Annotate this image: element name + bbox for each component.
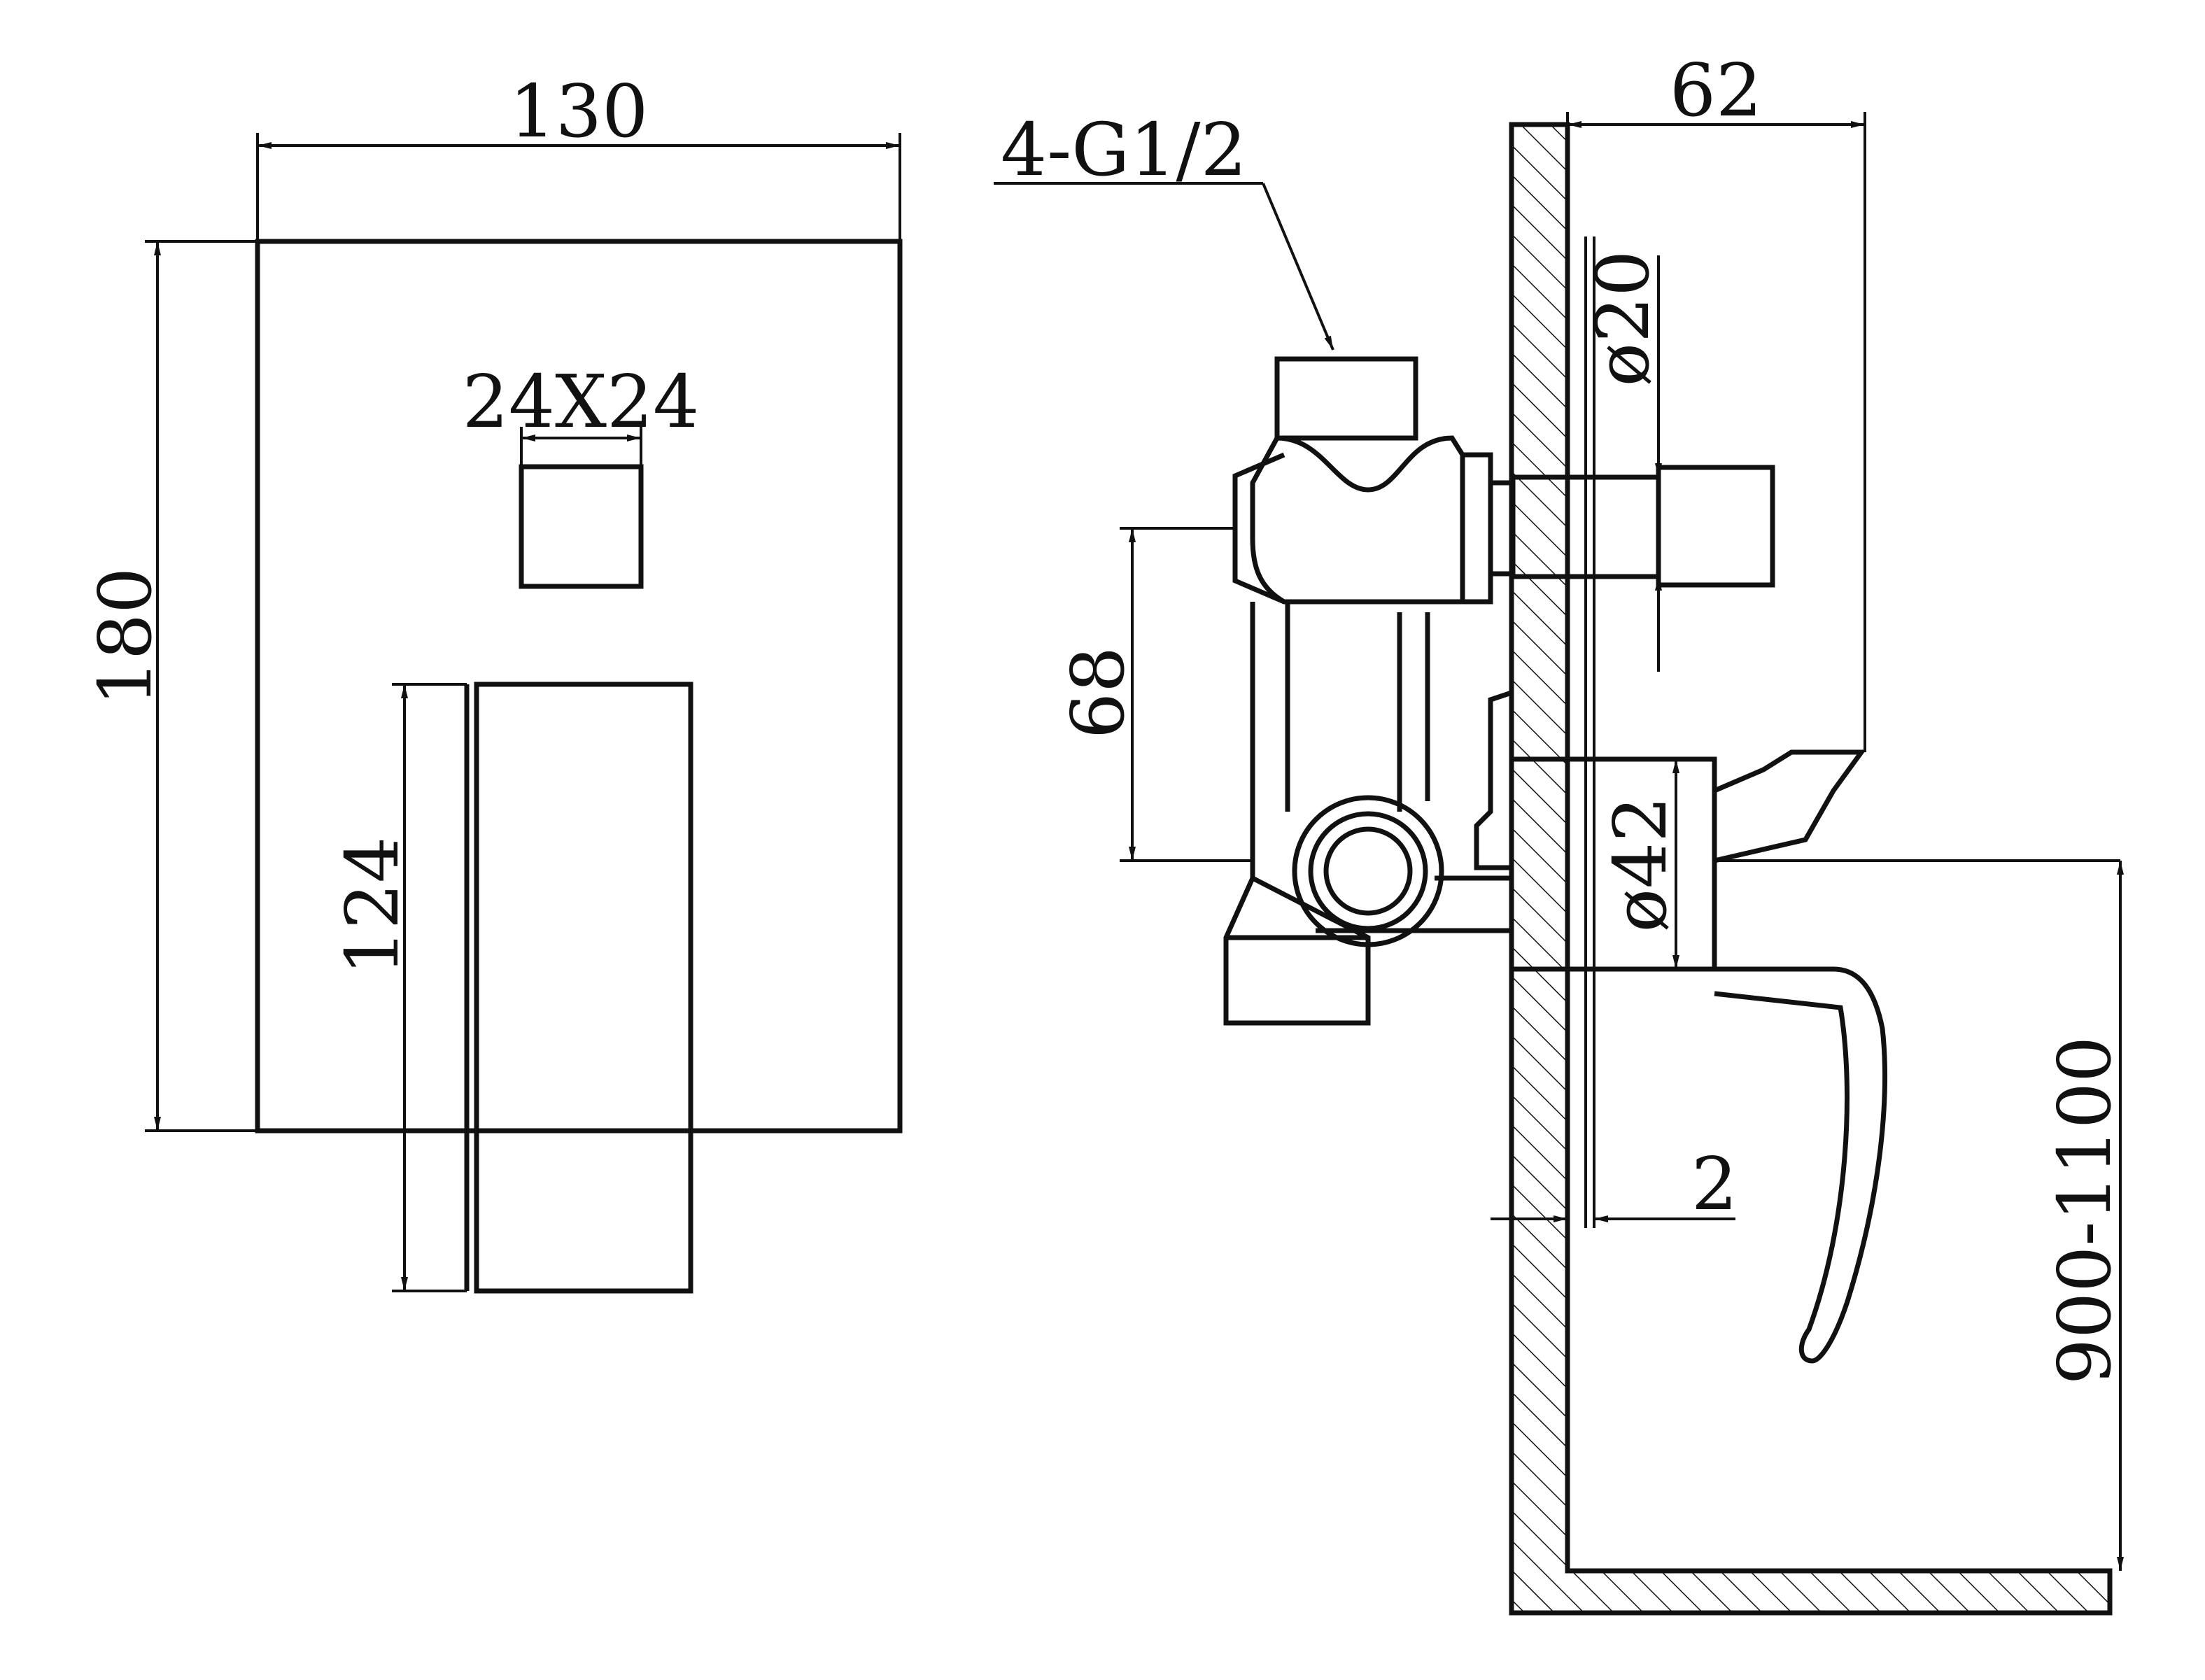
body-diameter-label: ø42: [1598, 796, 1683, 933]
front-view: 130 180 24X24 124: [83, 69, 903, 1294]
handle-height-dimension: 124: [330, 683, 467, 1292]
width-dimension: 130: [256, 69, 901, 241]
cover-plate-side: [1584, 237, 1595, 1228]
handle-lever-front: [474, 682, 693, 1294]
shaft-diameter-dimension: ø20: [1580, 250, 1665, 672]
knob-label: 24X24: [463, 359, 700, 444]
inlet-spacing-dimension: 68: [1055, 527, 1253, 862]
connection-label: 4-G1/2: [1001, 107, 1247, 192]
cover-plate: [255, 239, 903, 1134]
side-view: 4-G1/2 62 ø20 ø42 68: [994, 48, 2127, 1616]
handle-height-label: 124: [330, 837, 415, 976]
mounting-height-label: 900-1100: [2042, 1036, 2127, 1385]
plate-thickness-dimension: 2: [1491, 1141, 1738, 1228]
diverter-knob: [519, 464, 644, 589]
mounting-height-dimension: 900-1100: [2042, 861, 2127, 1571]
connection-callout: 4-G1/2: [994, 107, 1334, 351]
shaft-diameter-label: ø20: [1580, 250, 1665, 387]
plate-thickness-label: 2: [1691, 1141, 1738, 1227]
height-label: 180: [83, 567, 168, 707]
width-label: 130: [509, 69, 649, 154]
handle-side: [1509, 749, 2120, 1364]
knob-dimension: 24X24: [463, 359, 700, 467]
depth-dimension: 62: [1566, 48, 1866, 752]
depth-label: 62: [1670, 48, 1762, 133]
height-dimension: 180: [83, 240, 258, 1132]
valve-body: [1223, 356, 1514, 1026]
body-diameter-dimension: ø42: [1598, 759, 1683, 969]
inlet-spacing-label: 68: [1055, 647, 1141, 739]
